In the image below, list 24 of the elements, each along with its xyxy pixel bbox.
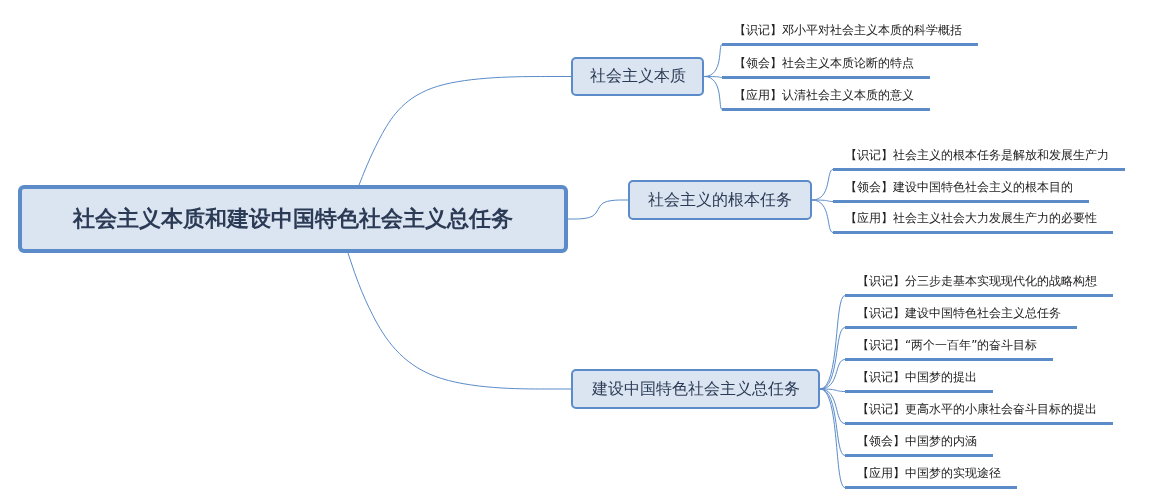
subtopic-item: 【领会】建设中国特色社会主义的根本目的 bbox=[833, 179, 1089, 203]
subtopic-item: 【识记】社会主义的根本任务是解放和发展生产力 bbox=[833, 147, 1125, 171]
topic-box: 社会主义本质 bbox=[571, 57, 704, 96]
central-topic-box: 社会主义本质和建设中国特色社会主义总任务 bbox=[18, 185, 568, 253]
subtopic-item: 【识记】邓小平对社会主义本质的科学概括 bbox=[722, 22, 978, 46]
connector-line bbox=[703, 76, 723, 110]
subtopic-item: 【领会】社会主义本质论断的特点 bbox=[722, 55, 930, 79]
connector-line bbox=[811, 199, 834, 233]
topic-box: 建设中国特色社会主义总任务 bbox=[571, 369, 820, 409]
connector-line bbox=[567, 199, 629, 220]
connector-line bbox=[347, 252, 572, 390]
subtopic-item: 【领会】中国梦的内涵 bbox=[845, 433, 993, 457]
subtopic-item: 【识记】更高水平的小康社会奋斗目标的提出 bbox=[845, 401, 1113, 425]
subtopic-item: 【应用】中国梦的实现途径 bbox=[845, 465, 1017, 489]
connector-line bbox=[819, 388, 846, 488]
topic-box: 社会主义的根本任务 bbox=[628, 180, 812, 220]
subtopic-item: 【应用】社会主义社会大力发展生产力的必要性 bbox=[833, 210, 1113, 234]
connector-line bbox=[811, 199, 834, 202]
subtopic-item: 【识记】建设中国特色社会主义总任务 bbox=[845, 305, 1077, 329]
subtopic-item: 【识记】分三步走基本实现现代化的战略构想 bbox=[845, 273, 1113, 297]
subtopic-item: 【识记】“两个一百年”的奋斗目标 bbox=[845, 337, 1054, 361]
subtopic-item: 【识记】中国梦的提出 bbox=[845, 369, 993, 393]
subtopic-item: 【应用】认清社会主义本质的意义 bbox=[722, 87, 930, 111]
connector-line bbox=[358, 76, 572, 186]
